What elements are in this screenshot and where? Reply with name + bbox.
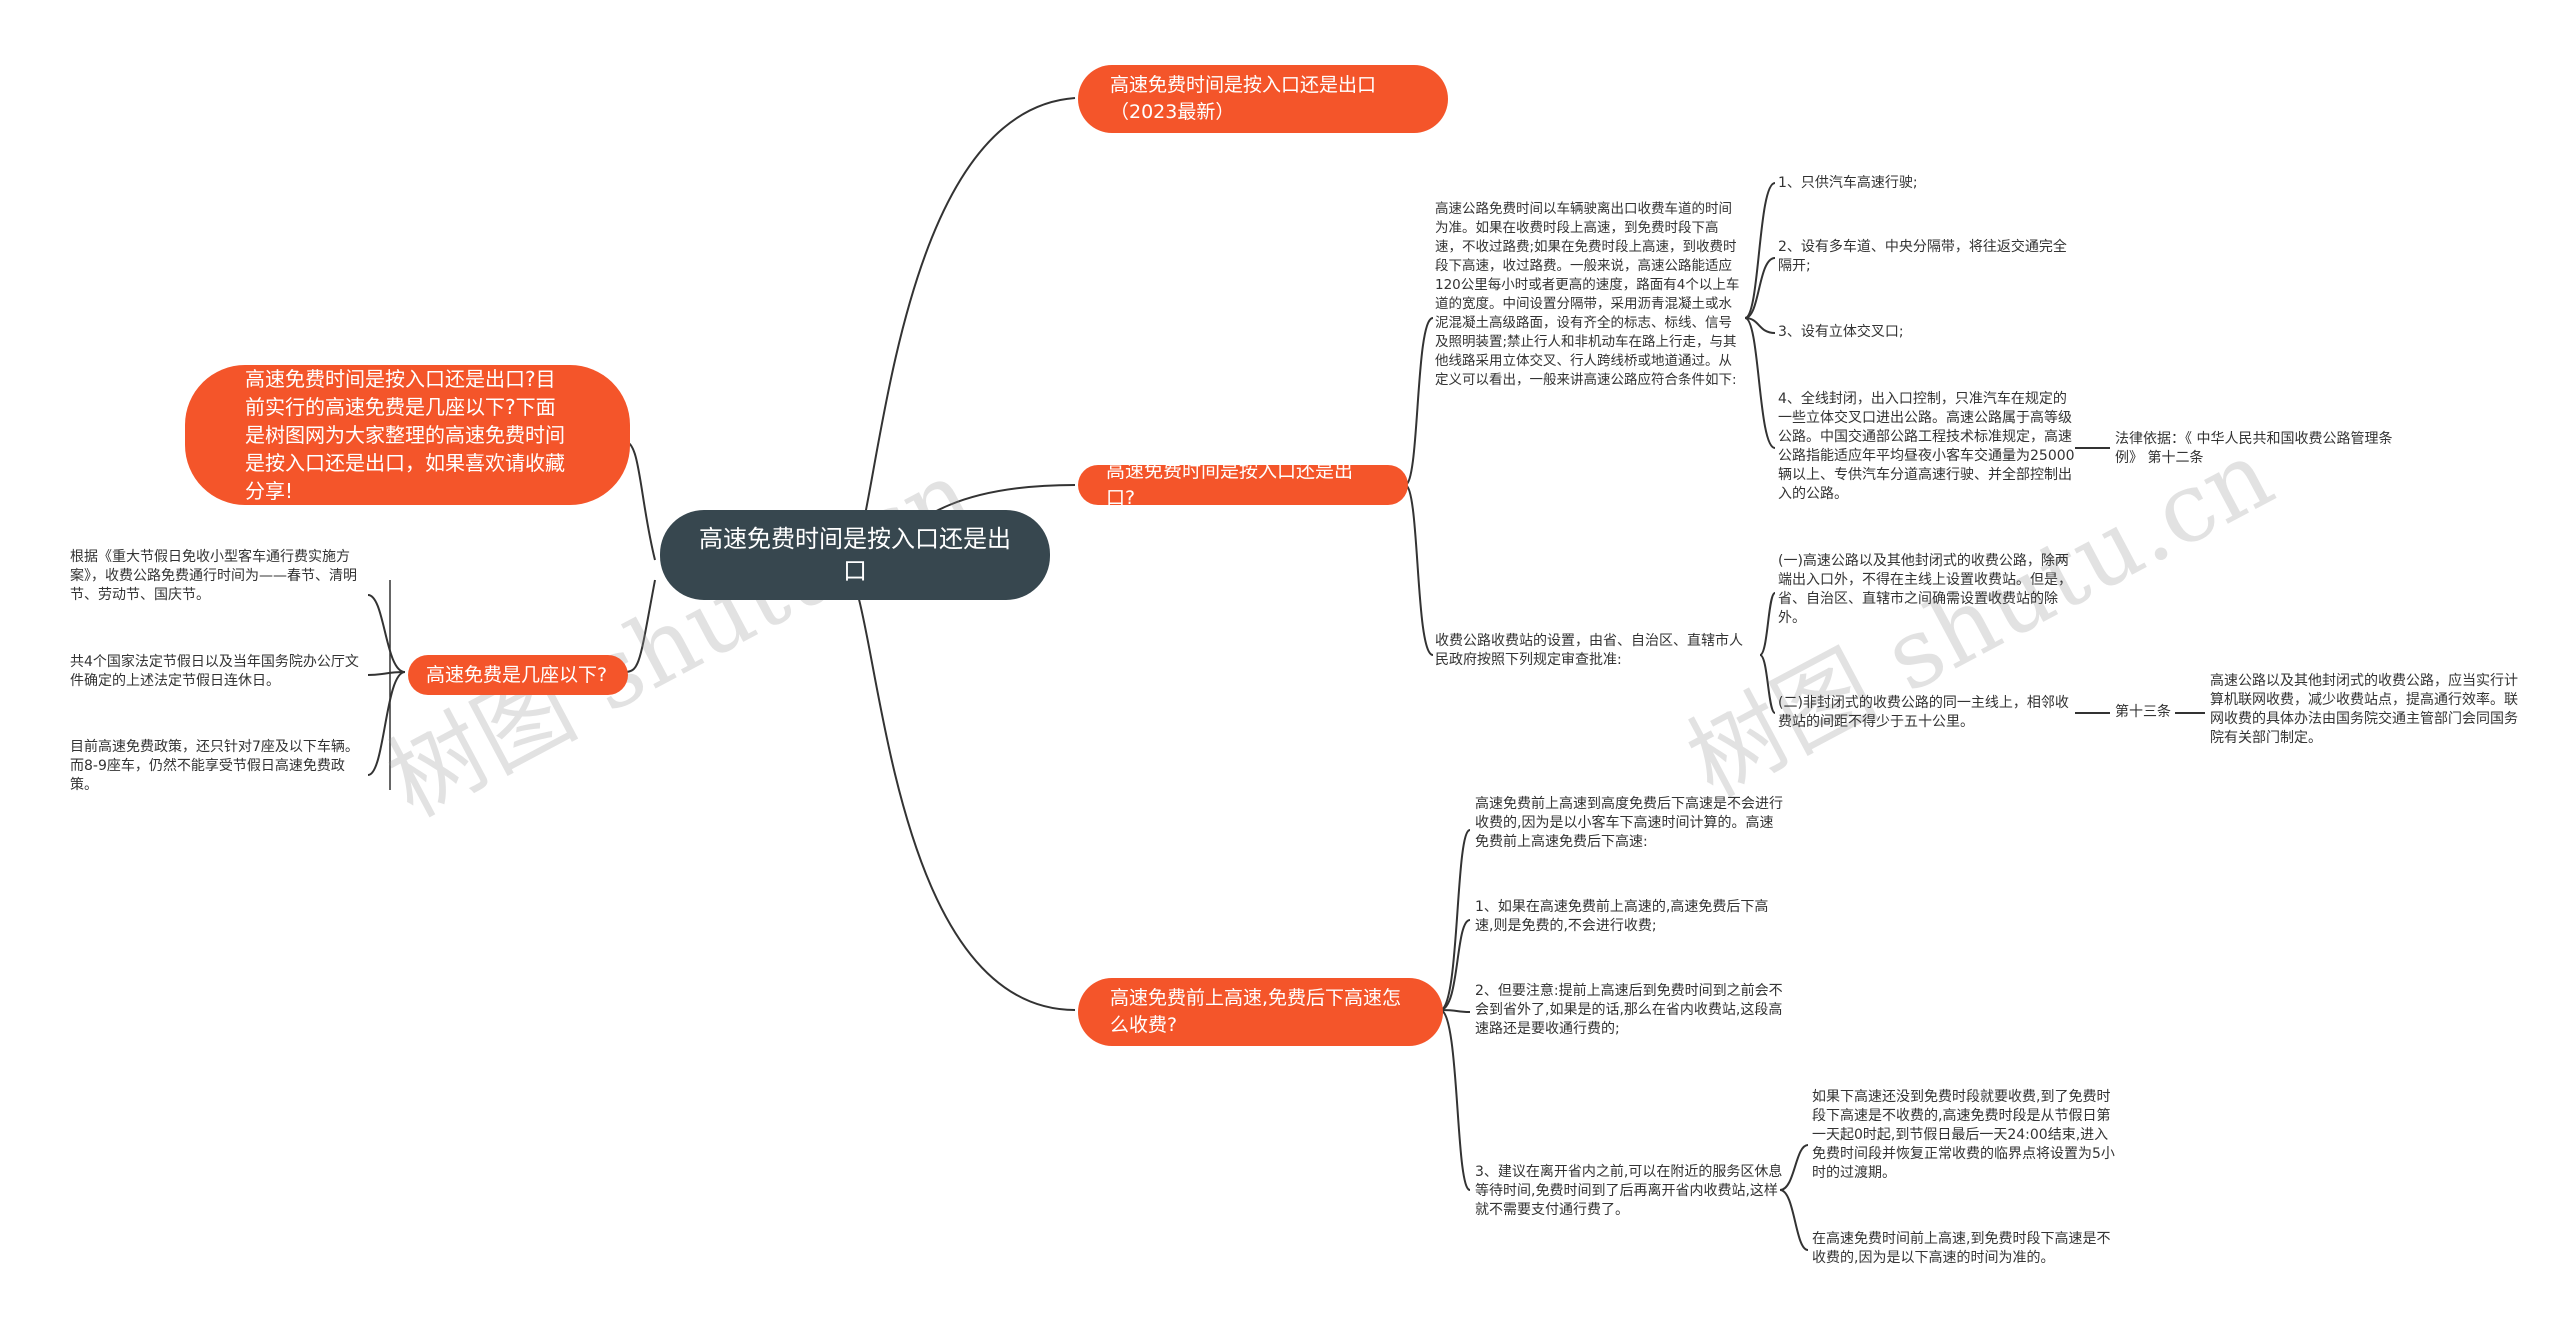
mid-text-1-content: 高速公路免费时间以车辆驶离出口收费车道的时间为准。如果在收费时段上高速，到免费时… [1435, 201, 1740, 388]
intro-label: 高速免费时间是按入口还是出口?目前实行的高速免费是几座以下?下面是树图网为大家整… [245, 367, 565, 503]
law-basis-text: 法律依据：《 中华人民共和国收费公路管理条例》 第十二条 [2115, 431, 2393, 466]
condition-4-text: 4、全线封闭，出入口控制，只准汽车在规定的一些立体交叉口进出公路。高速公路属于高… [1778, 391, 2075, 502]
top-branch-label: 高速免费时间是按入口还是出口（2023最新） [1110, 74, 1377, 123]
article-13-label: 第十三条 [2115, 704, 2171, 720]
condition-2: 2、设有多车道、中央分隔带，将往返交通完全隔开; [1778, 238, 2078, 276]
condition-3: 3、设有立体交叉口; [1778, 323, 2078, 342]
condition-1: 1、只供汽车高速行驶; [1778, 174, 2078, 193]
bottom-sub-item-1: 如果下高速还没到免费时段就要收费,到了免费时段下高速是不收费的,高速免费时段是从… [1812, 1088, 2122, 1183]
left-item-2: 共4个国家法定节假日以及当年国务院办公厅文件确定的上述法定节假日连休日。 [70, 653, 370, 691]
left-item-1-text: 根据《重大节假日免收小型客车通行费实施方案》，收费公路免费通行时间为——春节、清… [70, 549, 357, 603]
article-13-text: 高速公路以及其他封闭式的收费公路，应当实行计算机联网收费，减少收费站点，提高通行… [2210, 672, 2520, 748]
top-branch-node[interactable]: 高速免费时间是按入口还是出口（2023最新） [1078, 65, 1448, 133]
root-label: 高速免费时间是按入口还是出口 [699, 525, 1011, 585]
bottom-item-1-text: 高速免费前上高速到高度免费后下高速是不会进行收费的,因为是以小客车下高速时间计算… [1475, 796, 1783, 850]
condition-2-text: 2、设有多车道、中央分隔带，将往返交通完全隔开; [1778, 239, 2067, 274]
left-branch-node[interactable]: 高速免费是几座以下? [408, 655, 628, 695]
rule-1: (一)高速公路以及其他封闭式的收费公路，除两端出入口外，不得在主线上设置收费站。… [1778, 552, 2078, 628]
mid-text-2: 收费公路收费站的设置，由省、自治区、直辖市人民政府按照下列规定审查批准: [1435, 632, 1745, 670]
bottom-branch-label: 高速免费前上高速,免费后下高速怎么收费? [1110, 987, 1402, 1036]
mid-branch-label: 高速免费时间是按入口还是出口? [1106, 460, 1354, 509]
law-basis: 法律依据：《 中华人民共和国收费公路管理条例》 第十二条 [2115, 430, 2415, 468]
bottom-item-4-text: 3、建议在离开省内之前,可以在附近的服务区休息等待时间,免费时间到了后再离开省内… [1475, 1164, 1783, 1218]
rule-1-text: (一)高速公路以及其他封闭式的收费公路，除两端出入口外，不得在主线上设置收费站。… [1778, 553, 2072, 626]
mid-branch-node[interactable]: 高速免费时间是按入口还是出口? [1078, 460, 1408, 509]
left-branch-label: 高速免费是几座以下? [426, 663, 608, 686]
bottom-item-4: 3、建议在离开省内之前,可以在附近的服务区休息等待时间,免费时间到了后再离开省内… [1475, 1163, 1785, 1220]
bottom-sub-item-2-text: 在高速免费时间前上高速,到免费时段下高速是不收费的,因为是以下高速的时间为准的。 [1812, 1231, 2111, 1266]
intro-node[interactable]: 高速免费时间是按入口还是出口?目前实行的高速免费是几座以下?下面是树图网为大家整… [185, 365, 630, 505]
bottom-item-3-text: 2、但要注意:提前上高速后到免费时间到之前会不会到省外了,如果是的话,那么在省内… [1475, 983, 1783, 1037]
article-13-content: 高速公路以及其他封闭式的收费公路，应当实行计算机联网收费，减少收费站点，提高通行… [2210, 673, 2518, 746]
bottom-branch-node[interactable]: 高速免费前上高速,免费后下高速怎么收费? [1078, 978, 1443, 1046]
bottom-sub-item-2: 在高速免费时间前上高速,到免费时段下高速是不收费的,因为是以下高速的时间为准的。 [1812, 1230, 2122, 1268]
bottom-item-2: 1、如果在高速免费前上高速的,高速免费后下高速,则是免费的,不会进行收费; [1475, 898, 1785, 936]
root-node[interactable]: 高速免费时间是按入口还是出口 [660, 510, 1050, 600]
condition-1-text: 1、只供汽车高速行驶; [1778, 175, 1918, 191]
left-item-1: 根据《重大节假日免收小型客车通行费实施方案》，收费公路免费通行时间为——春节、清… [70, 548, 370, 605]
mid-text-1: 高速公路免费时间以车辆驶离出口收费车道的时间为准。如果在收费时段上高速，到免费时… [1435, 200, 1740, 390]
left-item-2-text: 共4个国家法定节假日以及当年国务院办公厅文件确定的上述法定节假日连休日。 [70, 654, 359, 689]
left-item-3-text: 目前高速免费政策，还只针对7座及以下车辆。而8-9座车，仍然不能享受节假日高速免… [70, 739, 359, 793]
bottom-item-2-text: 1、如果在高速免费前上高速的,高速免费后下高速,则是免费的,不会进行收费; [1475, 899, 1769, 934]
condition-3-text: 3、设有立体交叉口; [1778, 324, 1904, 340]
bottom-item-1: 高速免费前上高速到高度免费后下高速是不会进行收费的,因为是以小客车下高速时间计算… [1475, 795, 1785, 852]
article-13: 第十三条 [2115, 703, 2185, 722]
condition-4: 4、全线封闭，出入口控制，只准汽车在规定的一些立体交叉口进出公路。高速公路属于高… [1778, 390, 2078, 504]
bottom-item-3: 2、但要注意:提前上高速后到免费时间到之前会不会到省外了,如果是的话,那么在省内… [1475, 982, 1785, 1039]
rule-2: (二)非封闭式的收费公路的同一主线上，相邻收费站的间距不得少于五十公里。 [1778, 694, 2078, 732]
mid-text-2-content: 收费公路收费站的设置，由省、自治区、直辖市人民政府按照下列规定审查批准: [1435, 633, 1743, 668]
left-item-3: 目前高速免费政策，还只针对7座及以下车辆。而8-9座车，仍然不能享受节假日高速免… [70, 738, 370, 795]
rule-2-text: (二)非封闭式的收费公路的同一主线上，相邻收费站的间距不得少于五十公里。 [1778, 695, 2069, 730]
bottom-sub-item-1-text: 如果下高速还没到免费时段就要收费,到了免费时段下高速是不收费的,高速免费时段是从… [1812, 1089, 2115, 1181]
